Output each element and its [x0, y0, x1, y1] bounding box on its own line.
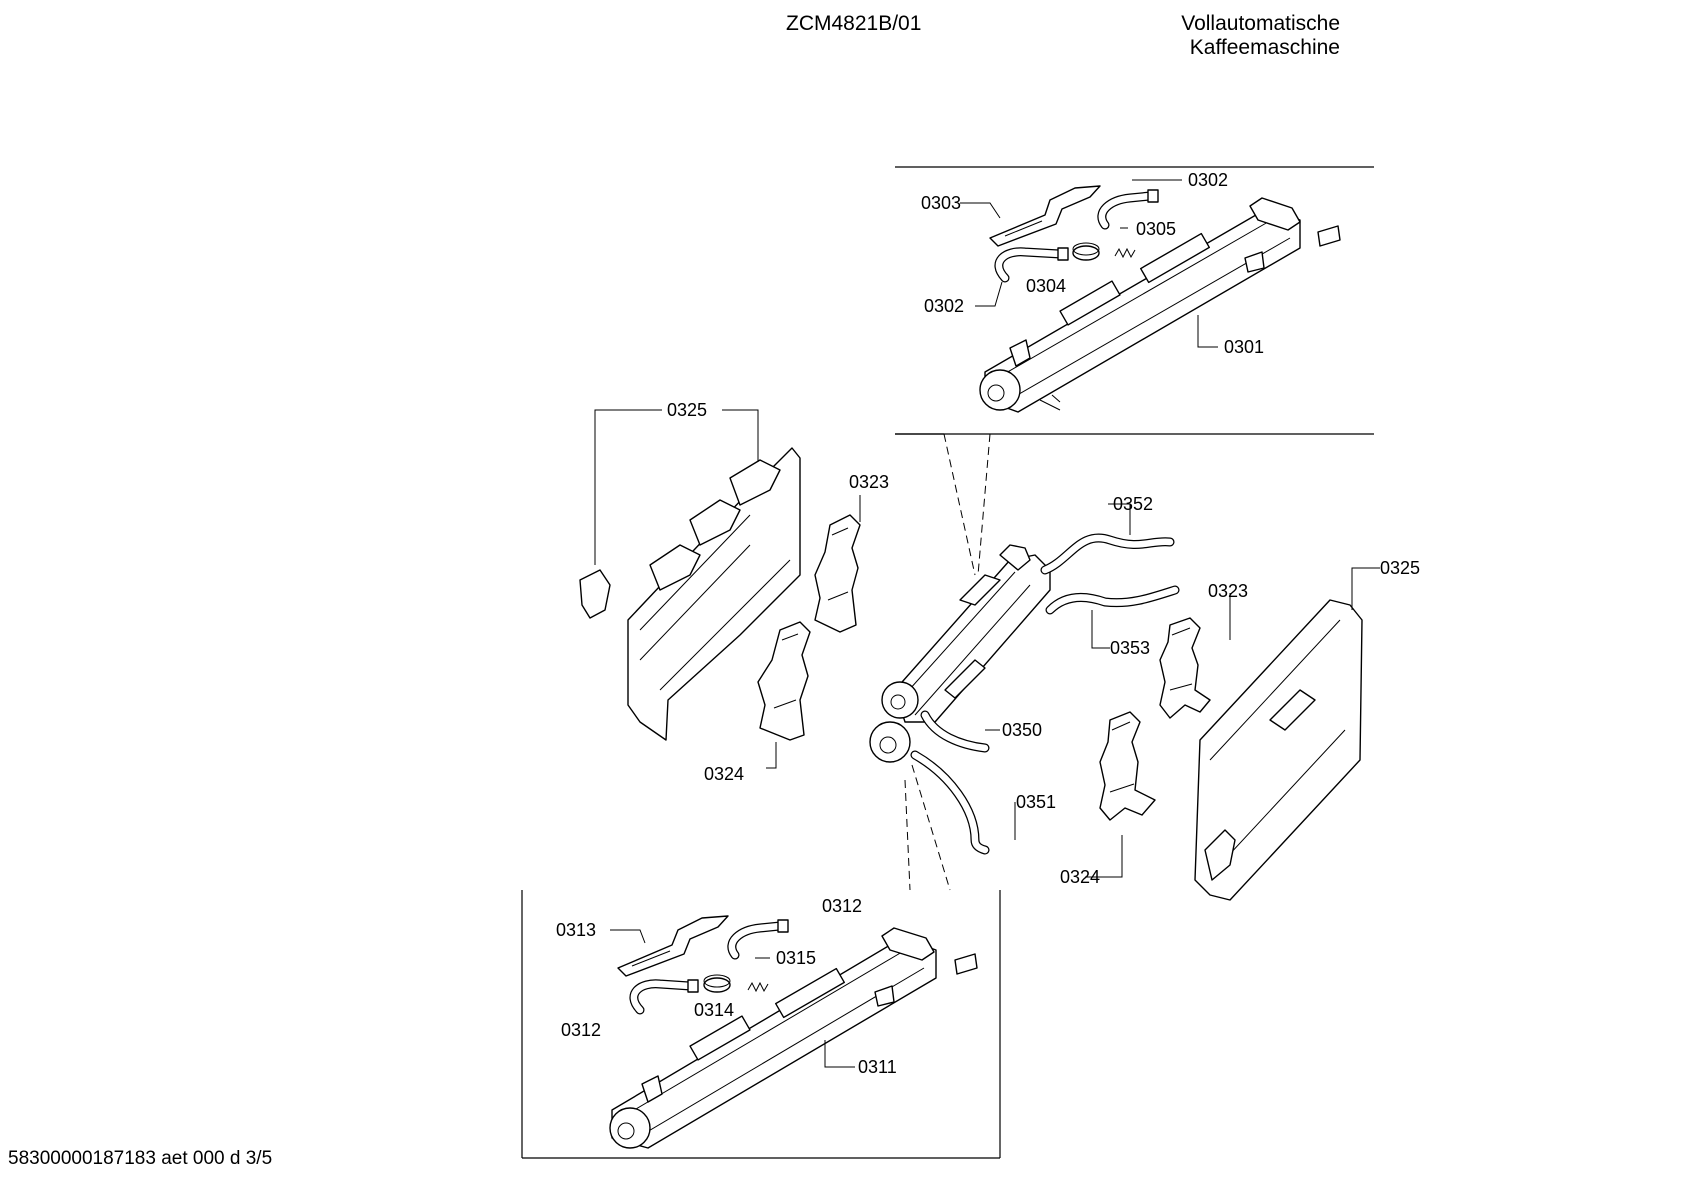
mount-0323-left — [814, 514, 861, 633]
label-0350: 0350 — [1002, 720, 1042, 740]
seal-0304 — [1072, 242, 1100, 261]
appliance-description: Vollautomatische Kaffeemaschine — [1080, 12, 1340, 60]
label-0305: 0305 — [1136, 219, 1176, 239]
label-0312-lower: 0312 — [561, 1020, 601, 1040]
label-0302-lower: 0302 — [924, 296, 964, 316]
hose-fitting-0302-lower — [994, 247, 1069, 283]
part-labels: 0302 0303 0305 0304 0302 0301 0325 0323 … — [556, 170, 1420, 1077]
mount-0323-right — [1159, 617, 1211, 719]
label-0323-right: 0323 — [1208, 581, 1248, 601]
label-0304: 0304 — [1026, 276, 1066, 296]
seal-0314 — [703, 974, 731, 993]
spring-0315 — [747, 981, 769, 993]
heater-assembly-0301 — [979, 197, 1341, 413]
label-0303: 0303 — [921, 193, 961, 213]
label-0324-left: 0324 — [704, 764, 744, 784]
hose-0350 — [920, 710, 990, 753]
description-line-1: Vollautomatische — [1181, 12, 1340, 35]
label-0353: 0353 — [1110, 638, 1150, 658]
cover-0325-right — [1194, 599, 1363, 901]
heater-assembly-0311 — [609, 927, 978, 1149]
description-line-2: Kaffeemaschine — [1189, 36, 1340, 59]
label-0313: 0313 — [556, 920, 596, 940]
bracket-0303 — [989, 185, 1101, 247]
label-0352: 0352 — [1113, 494, 1153, 514]
bracket-0313 — [617, 915, 729, 977]
label-0325-right: 0325 — [1380, 558, 1420, 578]
label-0323-left: 0323 — [849, 472, 889, 492]
top-detail-frame — [895, 166, 1374, 435]
hose-fitting-0312-upper — [727, 919, 789, 960]
label-0325-left: 0325 — [667, 400, 707, 420]
label-0351: 0351 — [1016, 792, 1056, 812]
bottom-detail-frame — [521, 890, 1001, 1159]
central-heater-block — [869, 544, 1051, 763]
label-0315: 0315 — [776, 948, 816, 968]
mount-0324-left — [757, 621, 811, 741]
hose-0351 — [910, 750, 990, 855]
cover-0325-left — [579, 447, 801, 741]
label-0301: 0301 — [1224, 337, 1264, 357]
label-0312-upper: 0312 — [822, 896, 862, 916]
hose-fitting-0302-upper — [1097, 189, 1159, 230]
document-code: 58300000187183 aet 000 d 3/5 — [8, 1148, 273, 1169]
label-0311: 0311 — [858, 1057, 897, 1077]
label-0302-upper: 0302 — [1188, 170, 1228, 190]
leader-lines — [594, 179, 1380, 1068]
mount-0324-right — [1099, 711, 1156, 821]
label-0324-right: 0324 — [1060, 867, 1100, 887]
dashed-guide-lines — [895, 433, 991, 891]
hose-0353 — [1045, 585, 1180, 615]
hose-fitting-0312-lower — [629, 979, 699, 1015]
hose-0352 — [1040, 533, 1175, 575]
spring-0305 — [1114, 247, 1136, 259]
label-0314: 0314 — [694, 1000, 734, 1020]
model-number: ZCM4821B/01 — [786, 12, 922, 35]
